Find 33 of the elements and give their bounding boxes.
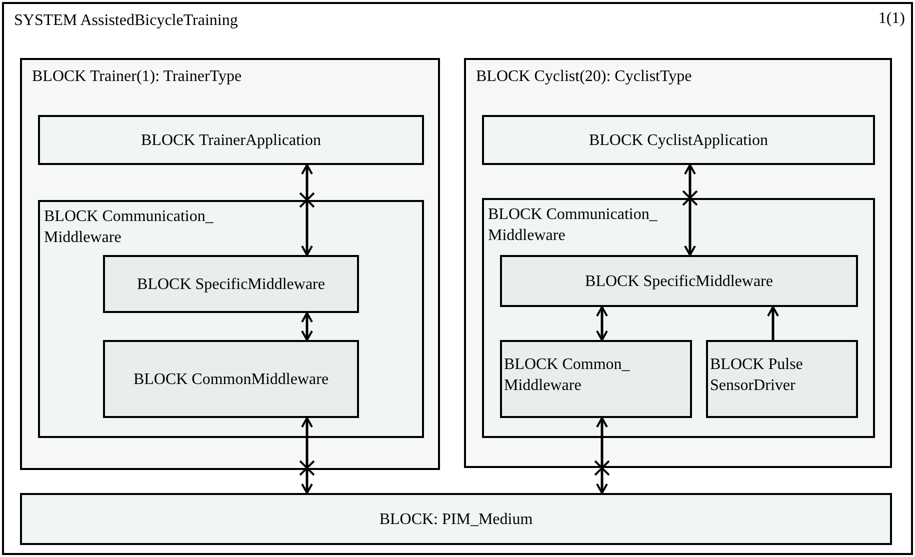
block-title: BLOCK SpecificMiddleware [585,272,773,292]
block-title: BLOCK Communication_ Middleware [44,207,214,248]
block-title: BLOCK CyclistApplication [588,130,768,150]
block-title: BLOCK Common_ Middleware [504,355,631,396]
block-box [103,255,359,313]
block-box [103,340,359,418]
block-box [464,58,892,468]
channel-arrow [594,418,610,493]
block-title: BLOCK: PIM_Medium [379,510,533,530]
block-box [38,115,424,165]
block-title: BLOCK Trainer(1): TrainerType [32,67,242,87]
page-number: 1(1) [878,10,905,28]
block-title: BLOCK SpecificMiddleware [137,274,325,294]
block-title: BLOCK Pulse SensorDriver [710,355,804,396]
block-box [500,255,858,307]
block-box [38,200,424,438]
block-box [706,340,858,418]
block-title: SYSTEM AssistedBicycleTraining [14,11,238,31]
channel-arrow [299,165,315,255]
block-box [20,493,892,545]
channel-arrow [301,312,313,341]
channel-arrow [767,306,779,340]
block-title: BLOCK Cyclist(20): CyclistType [476,67,692,87]
block-box [500,340,692,418]
channel-arrow [682,165,698,255]
block-title: BLOCK CommonMiddleware [133,370,329,390]
channel-arrow [596,306,608,341]
block-box [482,198,875,438]
block-box [482,115,875,165]
channel-arrow [299,418,315,493]
block-title: BLOCK TrainerApplication [141,130,321,150]
block-title: BLOCK Communication_ Middleware [488,205,658,246]
block-box [20,58,440,470]
